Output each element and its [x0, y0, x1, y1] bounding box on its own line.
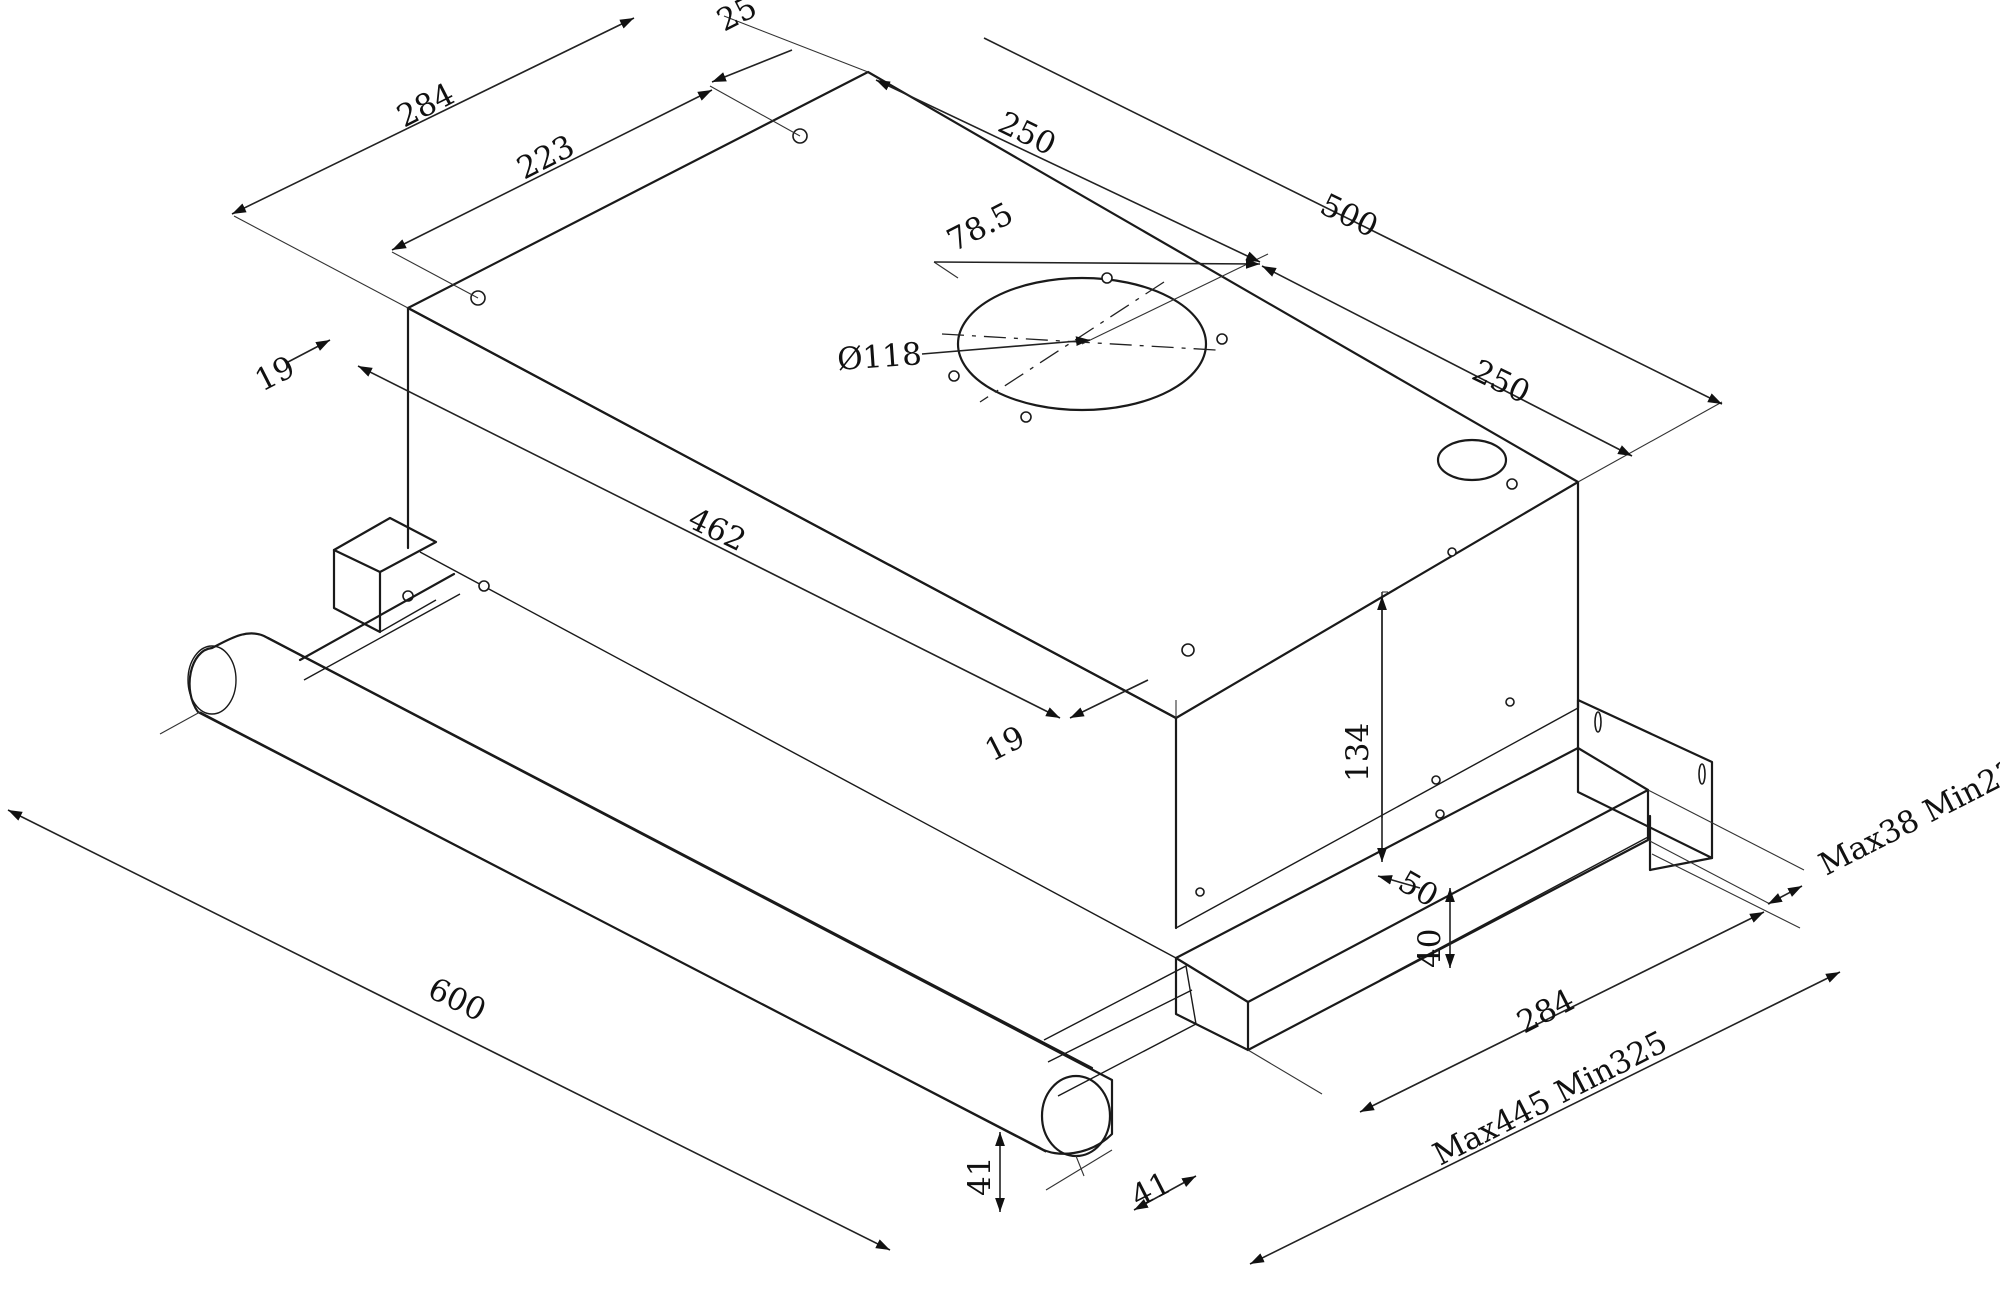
label-284-top: 284: [391, 76, 460, 135]
label-max445-min325: Max445 Min325: [1427, 1024, 1673, 1173]
ext-line: [933, 261, 959, 279]
dim-line-41-horiz: [1133, 1175, 1197, 1211]
hood-front-bottom-edge: [419, 551, 1177, 959]
screw-hole-icon: [948, 370, 960, 382]
bracket-slot-icon: [1698, 763, 1706, 785]
rail-left-inner: [303, 593, 461, 681]
ext-line: [723, 15, 869, 73]
ext-line: [1081, 253, 1269, 345]
dim-line-600: [7, 809, 891, 1251]
trim-bar-left-cap: [187, 645, 237, 715]
bracket-slot-icon: [1594, 711, 1602, 733]
ext-line: [159, 711, 201, 735]
label-19-left: 19: [249, 349, 300, 399]
screw-hole-icon: [1101, 272, 1113, 284]
label-500: 500: [1314, 187, 1383, 245]
label-dia118: Ø118: [836, 336, 923, 378]
ext-line: [1577, 401, 1723, 483]
screw-hole-icon: [1216, 333, 1228, 345]
label-41-horiz: 41: [1125, 1165, 1176, 1215]
mounting-hole-icon: [1435, 809, 1445, 819]
dim-line-250-right: [1261, 265, 1633, 457]
trim-bar-top-edge: [266, 636, 1094, 1070]
right-channel-front: [1174, 956, 1250, 1052]
dimension-labels: 284 25 223 250 500 78.5 Ø118 250 19 462 …: [249, 0, 2000, 1215]
label-250-right: 250: [1466, 353, 1535, 411]
label-40: 40: [1412, 929, 1448, 968]
ext-line: [1647, 789, 1805, 871]
label-462: 462: [682, 501, 751, 559]
left-bracket-plate: [332, 516, 438, 574]
dim-line-19-left: [287, 339, 331, 363]
front-trim-bar: [187, 632, 1114, 1158]
label-223: 223: [511, 128, 580, 187]
dimension-lines: [7, 17, 1841, 1265]
ext-line: [1247, 1049, 1323, 1095]
ext-line: [1647, 839, 1771, 905]
dim-line-max38-min23: [1767, 885, 1803, 905]
dim-line-78-5: [933, 259, 1261, 269]
dim-line-25: [711, 49, 793, 83]
trim-bar-end-cap: [1040, 1074, 1112, 1158]
left-bracket-rail: [379, 599, 437, 633]
dim-line-223: [391, 89, 713, 251]
right-bracket-edge: [1648, 814, 1714, 872]
ext-line: [1651, 853, 1801, 929]
rail-end-line: [1047, 989, 1193, 1063]
dim-line-dia118: [921, 336, 1091, 355]
mounting-hole-icon: [1431, 775, 1441, 785]
rail-end-plate: [1043, 964, 1197, 1097]
label-250-upper: 250: [992, 105, 1061, 163]
trim-bar-outline: [188, 632, 1114, 1155]
label-max38-min23: Max38 Min23: [1813, 752, 2000, 883]
ext-line: [233, 215, 409, 309]
ext-line: [1045, 1149, 1113, 1191]
label-25: 25: [711, 0, 762, 39]
ext-line: [1075, 1155, 1085, 1177]
label-50: 50: [1392, 864, 1444, 915]
rail-left: [298, 572, 456, 662]
label-134: 134: [1340, 723, 1376, 782]
hood-side-bottom-edge: [1175, 707, 1579, 929]
outlet-opening: [941, 272, 1228, 423]
dim-line-462: [357, 365, 1061, 719]
mounting-hole-icon: [1505, 697, 1515, 707]
outlet-circle-icon: [956, 276, 1208, 412]
screw-hole-icon: [1506, 478, 1518, 490]
mounting-hole-icon: [1195, 887, 1205, 897]
ext-line: [709, 85, 801, 137]
dim-line-50: [1377, 875, 1421, 889]
left-bracket: [332, 516, 490, 634]
trim-bar-mid-edge: [199, 711, 1047, 1153]
mounting-hole-icon: [1181, 643, 1195, 657]
ext-line: [391, 251, 479, 299]
right-bracket: [1576, 698, 1714, 872]
slide-rails: [298, 572, 1651, 1097]
screw-hole-icon: [1020, 411, 1032, 423]
label-78-5: 78.5: [941, 196, 1019, 259]
hood-front-top-edge: [406, 306, 1178, 720]
label-600: 600: [422, 971, 491, 1029]
side-outlet-icon: [1436, 438, 1508, 482]
mounting-hole-icon: [1447, 547, 1457, 557]
dim-line-19-mid: [1069, 679, 1149, 719]
dim-line-250-upper: [875, 79, 1261, 263]
dim-line-max445-min325: [1249, 971, 1841, 1265]
label-41-vert: 41: [962, 1157, 998, 1196]
bracket-hole-icon: [478, 580, 490, 592]
outlet-centerline-a: [941, 333, 1217, 351]
label-19-mid: 19: [979, 719, 1030, 769]
right-channel-bottom: [1246, 838, 1650, 1052]
